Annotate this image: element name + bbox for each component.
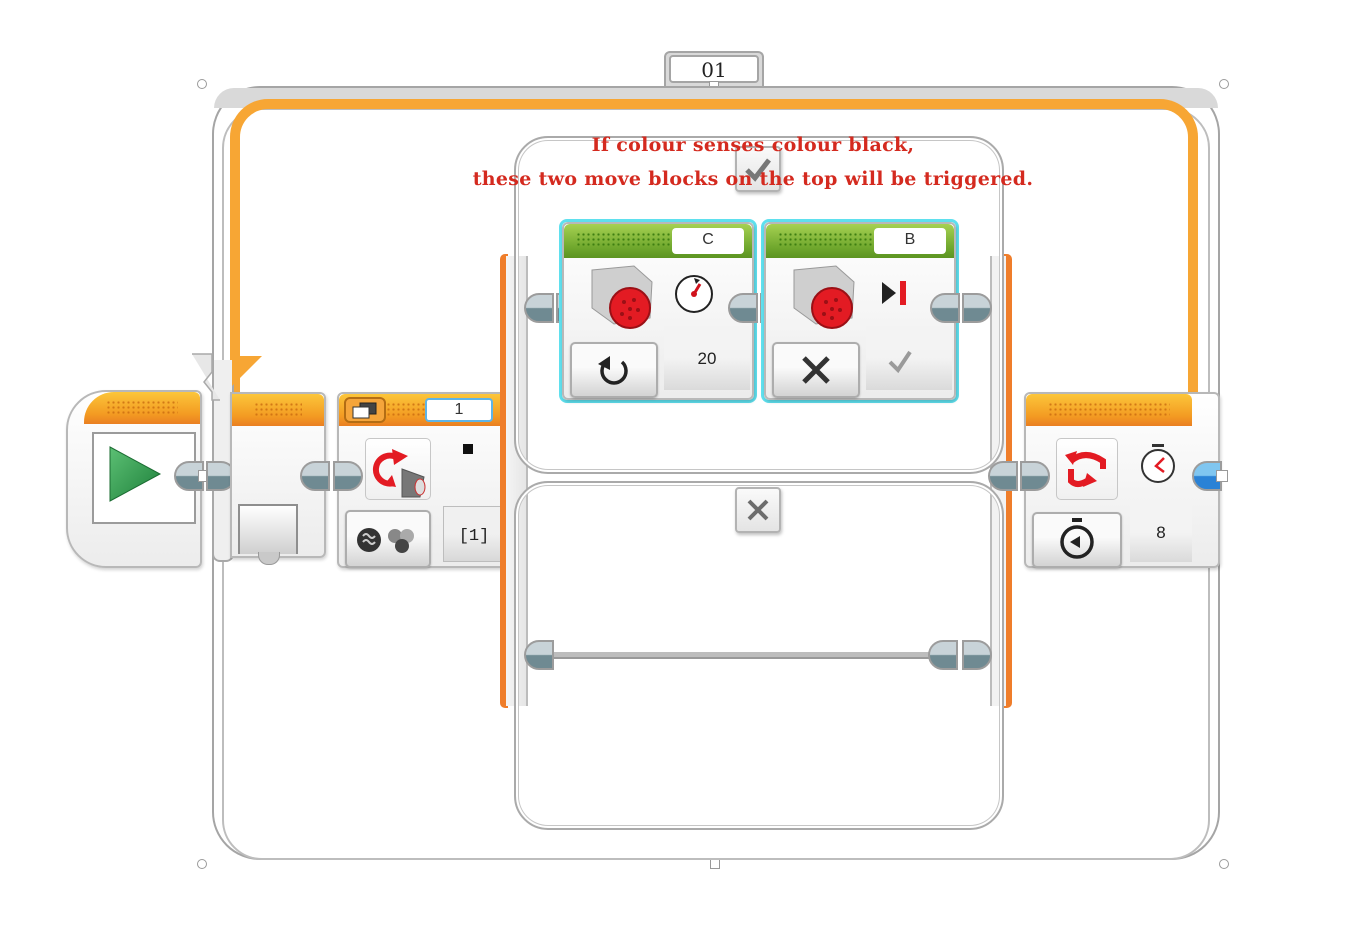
move-c-mode-button[interactable] — [570, 342, 658, 398]
checkmark-icon — [745, 158, 771, 182]
move-c-power-input[interactable]: 20 — [664, 326, 750, 390]
loop-end-plug-in[interactable] — [1020, 461, 1050, 491]
move-b-plug-out[interactable] — [930, 293, 960, 323]
large-motor-icon — [591, 265, 653, 329]
loop-name-field[interactable]: 01 — [669, 55, 759, 83]
color-sensor-switch-icon — [372, 449, 426, 498]
resize-handle-bottom[interactable] — [710, 859, 720, 869]
loop-entry-flag — [192, 353, 262, 401]
switch-plug-out[interactable] — [988, 461, 1018, 491]
case-false-wire — [540, 652, 940, 659]
switch-block[interactable]: 1 [1] — [337, 392, 507, 568]
case-false-tab[interactable] — [735, 487, 781, 533]
resize-handle-top-left[interactable] — [197, 79, 207, 89]
loop-end-block[interactable]: 8 — [1024, 392, 1220, 568]
start-button[interactable] — [92, 432, 196, 524]
switch-left-column — [506, 256, 528, 706]
loop-return-wire — [230, 99, 1198, 409]
port-selector[interactable]: 1 — [425, 398, 493, 422]
case-false-plug-in[interactable] — [524, 640, 554, 670]
case-true-plug-in[interactable] — [524, 293, 554, 323]
input-indicator — [463, 444, 473, 454]
case-true-plug-out[interactable] — [962, 293, 992, 323]
comment-line-2: these two move blocks on the top will be… — [472, 168, 1034, 190]
mode-selector-button[interactable] — [345, 510, 431, 568]
color-mode-icon — [357, 528, 414, 553]
off-x-icon — [802, 356, 830, 384]
move-b-brake-input[interactable] — [866, 326, 952, 390]
move-block-c[interactable]: C 20 — [562, 222, 754, 400]
case-false-frame — [514, 481, 1004, 830]
loop-repeat-icon — [1065, 451, 1106, 487]
resize-handle-bottom-right[interactable] — [1219, 859, 1229, 869]
loop-mode-button[interactable] — [1032, 512, 1122, 568]
set-of-colors-input[interactable]: [1] — [443, 506, 505, 562]
move-b-port-selector[interactable]: B — [874, 228, 946, 254]
move-c-port-selector[interactable]: C — [672, 228, 744, 254]
tabbed-view-icon — [352, 402, 377, 419]
comment-line-1: If colour senses colour black, — [591, 134, 915, 156]
x-icon — [747, 499, 769, 521]
brake-icon — [882, 281, 906, 305]
timer-icon — [1141, 444, 1175, 483]
start-block-header — [84, 392, 200, 424]
large-motor-icon — [793, 265, 855, 329]
stopwatch-icon — [1060, 518, 1094, 559]
loop-seconds-input[interactable]: 8 — [1130, 504, 1192, 562]
loop-end-header — [1026, 394, 1192, 426]
loop-internal-plug[interactable] — [300, 461, 330, 491]
speedometer-icon — [675, 275, 713, 313]
play-icon — [109, 446, 162, 502]
resize-handle-bottom-left[interactable] — [197, 859, 207, 869]
switch-view-toggle[interactable] — [344, 397, 386, 423]
checkmark-icon — [888, 350, 912, 374]
loop-start-header — [232, 394, 324, 426]
switch-left-rail — [500, 254, 508, 708]
rotate-on-icon — [598, 356, 628, 385]
case-true-frame — [514, 136, 1004, 474]
move-c-plug-out[interactable] — [728, 293, 758, 323]
switch-mode-icon-box — [365, 438, 431, 500]
move-b-mode-button[interactable] — [772, 342, 860, 398]
case-false-plug-out-a[interactable] — [928, 640, 958, 670]
move-block-b[interactable]: B — [764, 222, 956, 400]
loop-mode-icon-box — [1056, 438, 1118, 500]
resize-handle-top-right[interactable] — [1219, 79, 1229, 89]
case-true-tab[interactable] — [735, 146, 781, 192]
case-false-plug-out-b[interactable] — [962, 640, 992, 670]
loop-exit-connector — [1216, 470, 1228, 482]
loop-drag-tab[interactable] — [238, 504, 298, 554]
switch-plug-in[interactable] — [333, 461, 363, 491]
